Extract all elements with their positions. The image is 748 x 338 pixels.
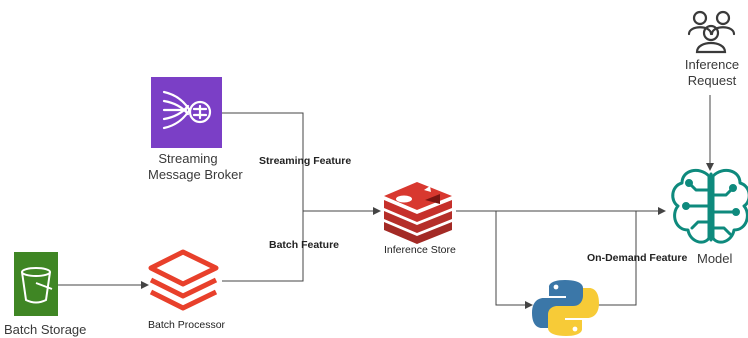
connectors	[58, 95, 714, 309]
brain-circuit-icon	[671, 168, 748, 244]
streaming-broker-label: Streaming Message Broker	[148, 151, 243, 183]
streaming-feature-label: Streaming Feature	[259, 155, 352, 167]
python-icon	[532, 280, 599, 336]
inference-request-label-line1: Inference	[684, 57, 740, 72]
edge-store-to-python	[495, 211, 533, 309]
inference-request-label-line2: Request	[687, 73, 737, 88]
on-demand-feature-label: On-Demand Feature	[587, 252, 688, 264]
inference-store-label: Inference Store	[384, 244, 456, 256]
users-icon	[687, 10, 736, 54]
edge-streaming-to-store	[222, 112, 381, 215]
edge-processor-to-store	[222, 211, 304, 282]
inference-request-label: Inference Request	[680, 57, 744, 89]
batch-processor-label: Batch Processor	[148, 319, 226, 331]
bucket-icon	[14, 252, 58, 316]
streaming-broker-label-line2: Message Broker	[148, 167, 243, 182]
stacked-layers-icon	[148, 249, 219, 311]
stream-broker-icon	[151, 77, 222, 148]
streaming-broker-label-line1: Streaming	[158, 151, 218, 166]
batch-feature-label: Batch Feature	[269, 239, 340, 251]
redis-cube-icon	[384, 182, 452, 244]
model-label: Model	[697, 251, 733, 266]
edge-python-to-model	[597, 211, 637, 306]
batch-storage-label: Batch Storage	[4, 322, 87, 337]
